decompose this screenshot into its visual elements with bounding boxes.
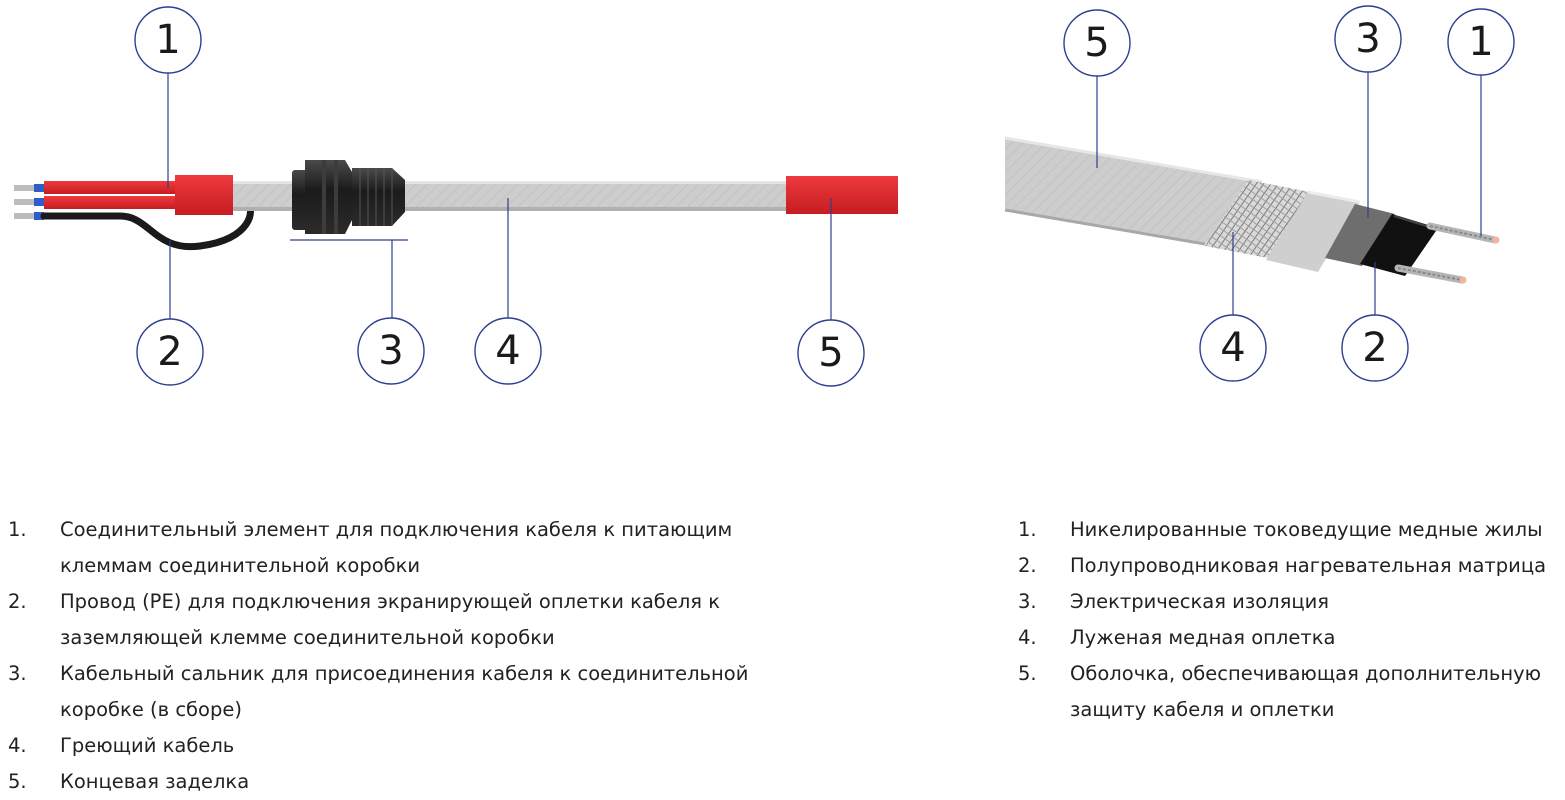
legend-text: Никелированные токоведущие медные жилы: [1070, 518, 1543, 541]
callout-label: 2: [157, 329, 182, 375]
cable-gland: [290, 160, 408, 241]
callout-label: 5: [818, 330, 843, 376]
callout-label: 3: [1355, 16, 1380, 62]
legend-number: 3.: [1018, 590, 1037, 613]
legend-item: 4. Луженая медная оплетка: [1018, 620, 1563, 656]
legend-text: Электрическая изоляция: [1070, 590, 1330, 613]
legend-item: 2. Полупроводниковая нагревательная матри…: [1018, 548, 1563, 584]
legend-item: 1. Никелированные токоведущие медные жилы: [1018, 512, 1563, 548]
cable-diagram: 1 2 3 4 5: [14, 5, 1515, 387]
callout-right-4: 4: [1199, 314, 1267, 382]
wire-ferrule-3: [34, 212, 44, 220]
outer-sheath: [1005, 138, 1262, 244]
legend-text: Луженая медная оплетка: [1070, 626, 1336, 649]
legend-text: Соединительный элемент для подключения к…: [60, 518, 733, 577]
legend-number: 5.: [8, 770, 27, 793]
wire-tip-1: [14, 185, 44, 191]
legend-text: Оболочка, обеспечивающая дополнительную …: [1070, 662, 1542, 721]
legend-number: 4.: [8, 734, 27, 757]
legend-item: 3. Кабельный сальник для присоединения ка…: [8, 656, 768, 728]
legend-cable-layers: 1. Никелированные токоведущие медные жилы…: [1018, 512, 1563, 728]
electrical-insulation: [1325, 204, 1395, 266]
callout-left-2: 2: [136, 318, 204, 386]
callout-label: 5: [1084, 20, 1109, 66]
wire-ferrule-2: [34, 198, 44, 206]
legend-item: 2. Провод (PE) для подключения экранирующ…: [8, 584, 768, 656]
callout-left-5: 5: [797, 319, 865, 387]
end-cap: [786, 176, 898, 214]
callout-label: 3: [378, 328, 403, 374]
connector-sleeve: [175, 175, 233, 215]
callout-right-3: 3: [1334, 5, 1402, 73]
right-callouts: 5 3 1 4 2: [1063, 5, 1515, 382]
callout-label: 1: [155, 17, 180, 63]
callout-right-5: 5: [1063, 9, 1131, 77]
callout-right-1: 1: [1447, 8, 1515, 76]
inner-jacket: [1266, 192, 1360, 272]
left-callouts: 1 2 3 4 5: [134, 6, 865, 387]
callout-right-2: 2: [1341, 314, 1409, 382]
callout-left-3: 3: [357, 317, 425, 385]
legend-number: 2.: [8, 590, 27, 613]
legend-item: 3. Электрическая изоляция: [1018, 584, 1563, 620]
heating-matrix: [1360, 214, 1438, 276]
assembled-cable-illustration: [14, 160, 898, 251]
legend-number: 4.: [1018, 626, 1037, 649]
callout-label: 4: [495, 328, 520, 374]
legend-number: 2.: [1018, 554, 1037, 577]
callout-label: 2: [1362, 325, 1387, 371]
wire-ferrule-1: [34, 184, 44, 192]
legend-item: 1. Соединительный элемент для подключения…: [8, 512, 768, 584]
legend-item: 4. Греющий кабель: [8, 728, 768, 764]
legend-text: Концевая заделка: [60, 770, 250, 793]
legend-assembled-cable: 1. Соединительный элемент для подключения…: [8, 512, 768, 800]
wire-tip-2: [14, 199, 44, 205]
legend-number: 3.: [8, 662, 27, 685]
callout-label: 1: [1468, 19, 1493, 65]
legend-text: Греющий кабель: [60, 734, 235, 757]
callout-left-1: 1: [134, 6, 202, 74]
red-wire-upper: [44, 181, 184, 194]
cable-layers-illustration: [1004, 136, 1500, 284]
legend-text: Кабельный сальник для присоединения кабе…: [60, 662, 749, 721]
legend-text: Провод (PE) для подключения экранирующей…: [60, 590, 721, 649]
legend-number: 1.: [8, 518, 27, 541]
callout-left-4: 4: [474, 317, 542, 385]
tinned-copper-braid: [1205, 180, 1310, 258]
legend-item: 5. Концевая заделка: [8, 764, 768, 800]
legend-text: Полупроводниковая нагревательная матрица: [1070, 554, 1547, 577]
legend-item: 5. Оболочка, обеспечивающая дополнительну…: [1018, 656, 1563, 728]
legend-number: 5.: [1018, 662, 1037, 685]
legend-number: 1.: [1018, 518, 1037, 541]
wire-tip-3: [14, 213, 44, 219]
callout-label: 4: [1220, 325, 1245, 371]
red-wire-lower: [44, 196, 184, 209]
pe-ground-wire: [40, 194, 254, 251]
